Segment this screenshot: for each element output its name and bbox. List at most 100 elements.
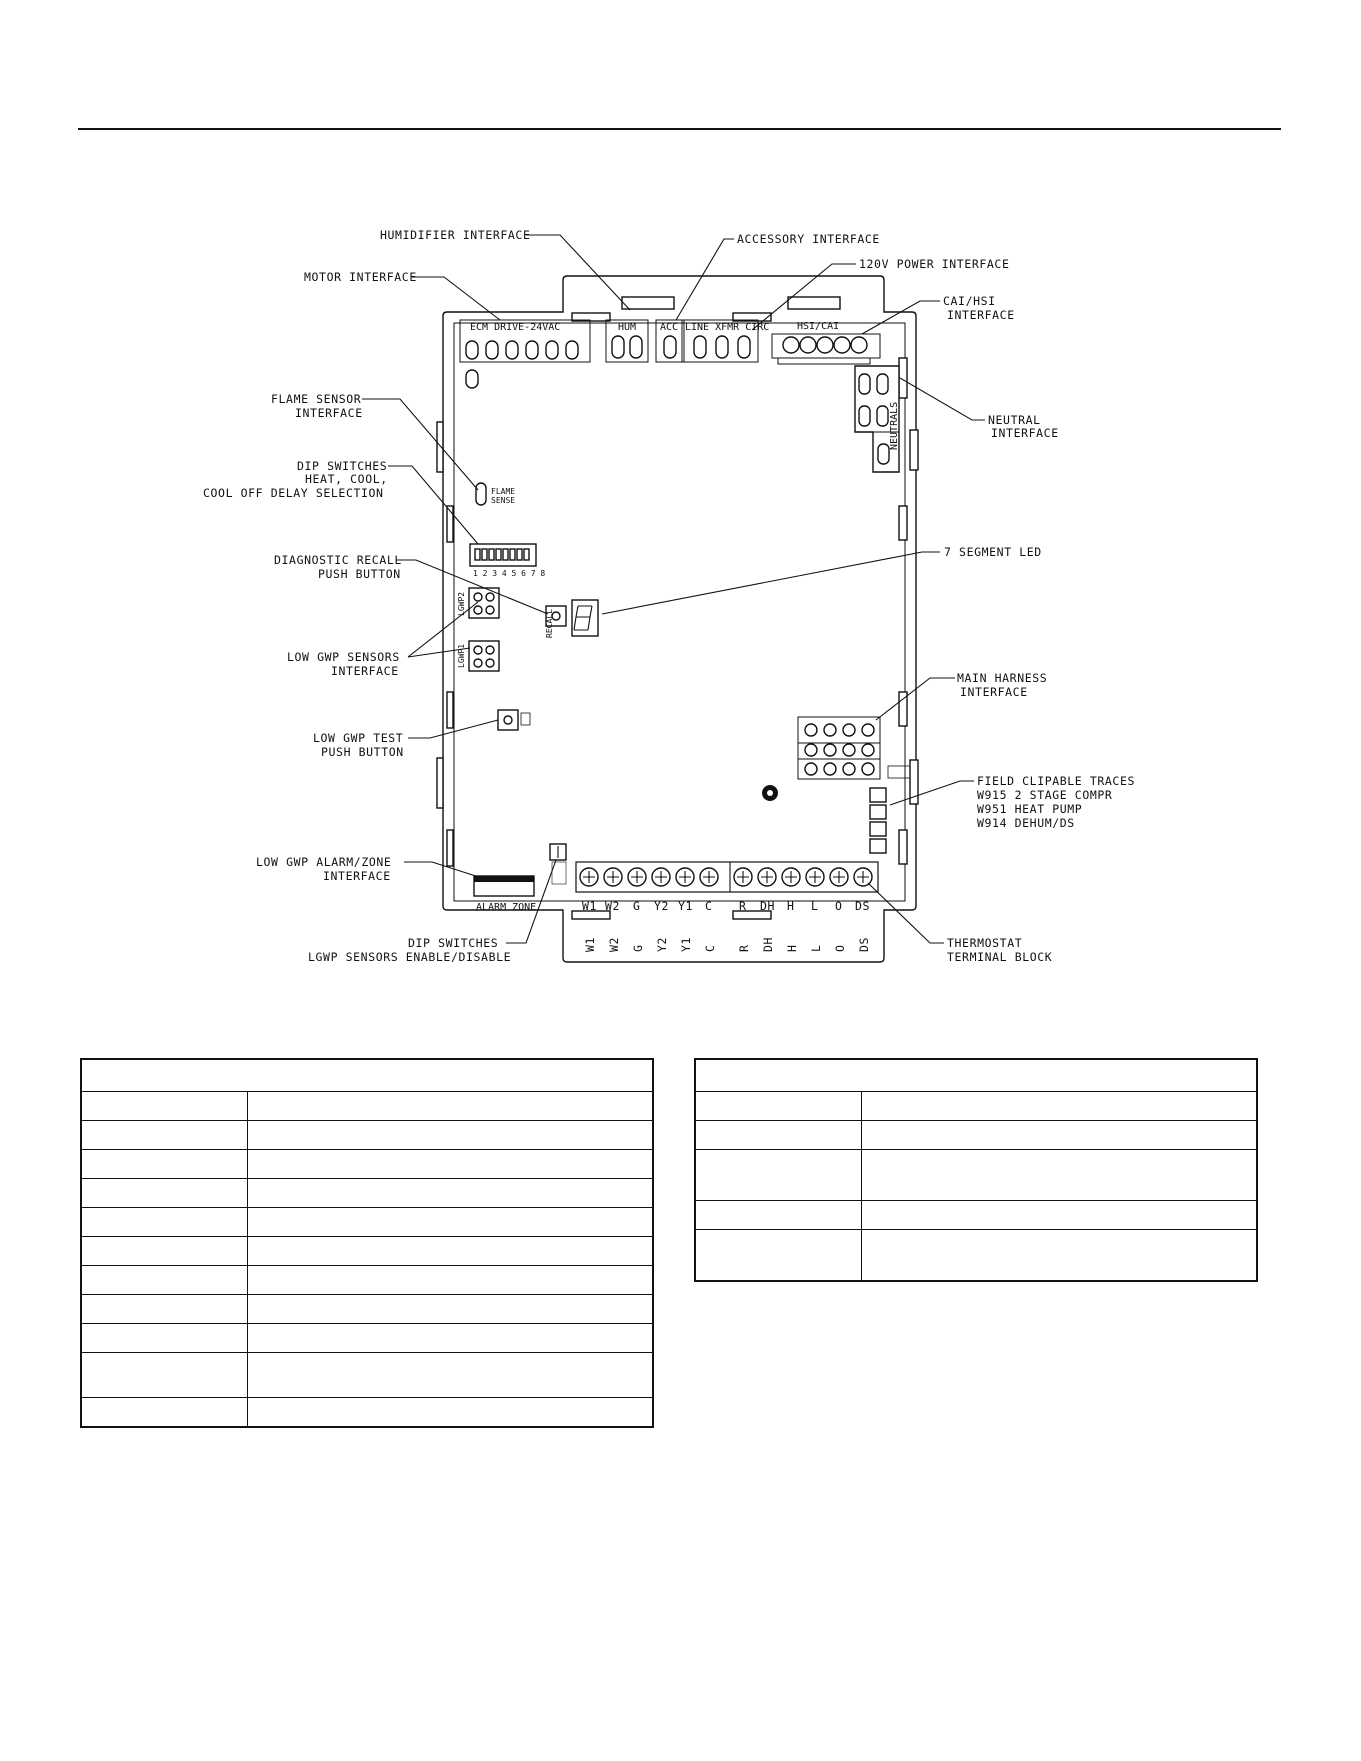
svg-text:INTERFACE: INTERFACE (323, 869, 391, 883)
wire-labels: W1 W2 G Y2 Y1 C R DH H L O DS (583, 937, 871, 952)
svg-text:MAIN HARNESS: MAIN HARNESS (957, 671, 1047, 685)
lgwp-test-button (497, 709, 531, 731)
svg-text:LGWP1: LGWP1 (457, 644, 466, 668)
svg-text:Y1: Y1 (678, 899, 693, 913)
lgwp-dip-switch (549, 843, 567, 885)
svg-text:PUSH BUTTON: PUSH BUTTON (318, 567, 401, 581)
svg-text:ECM DRIVE-24VAC: ECM DRIVE-24VAC (470, 322, 560, 333)
svg-text:INTERFACE: INTERFACE (331, 664, 399, 678)
terminal-screws (579, 867, 873, 887)
table-row (80, 1207, 654, 1237)
lgwp2-connector: LGWP2 (457, 587, 500, 619)
svg-text:W951 HEAT PUMP: W951 HEAT PUMP (977, 802, 1082, 816)
table-row (80, 1178, 654, 1208)
svg-text:FIELD CLIPABLE TRACES: FIELD CLIPABLE TRACES (977, 774, 1135, 788)
table-row (694, 1091, 1258, 1121)
table-row (80, 1294, 654, 1324)
header-rule (78, 128, 1281, 130)
alarm-zone-connector: ALARM ZONE (473, 875, 536, 913)
svg-text:W1: W1 (583, 937, 597, 952)
svg-text:LINE XFMR CIRC: LINE XFMR CIRC (685, 322, 769, 333)
svg-text:HEAT, COOL,: HEAT, COOL, (305, 472, 388, 486)
svg-text:SENSE: SENSE (491, 496, 515, 505)
table-row (694, 1229, 1258, 1282)
svg-text:R: R (737, 944, 751, 952)
table-row (80, 1397, 654, 1428)
leader-lines (362, 234, 985, 944)
table-row (694, 1200, 1258, 1230)
svg-text:DH: DH (760, 899, 775, 913)
left-table-header (80, 1058, 654, 1092)
svg-text:L: L (811, 899, 819, 913)
acc-connector: ACC (655, 319, 685, 363)
table-row (80, 1265, 654, 1295)
svg-text:DS: DS (857, 937, 871, 952)
left-table (80, 1058, 654, 1428)
svg-text:W2: W2 (605, 899, 620, 913)
table-row (80, 1323, 654, 1353)
svg-text:H: H (787, 899, 795, 913)
svg-text:LOW GWP ALARM/ZONE: LOW GWP ALARM/ZONE (256, 855, 391, 869)
svg-text:H: H (785, 944, 799, 952)
svg-text:R: R (739, 899, 747, 913)
control-board-diagram: ECM DRIVE-24VAC HUM ACC LINE XFMR CIRC H… (203, 228, 1135, 964)
svg-text:W915 2 STAGE COMPR: W915 2 STAGE COMPR (977, 788, 1112, 802)
svg-text:LGWP SENSORS ENABLE/DISABLE: LGWP SENSORS ENABLE/DISABLE (308, 950, 511, 964)
svg-text:MOTOR INTERFACE: MOTOR INTERFACE (304, 270, 417, 284)
svg-text:HSI/CAI: HSI/CAI (797, 321, 839, 332)
svg-text:THERMOSTAT: THERMOSTAT (947, 936, 1022, 950)
svg-text:1 2 3 4 5 6 7 8: 1 2 3 4 5 6 7 8 (473, 569, 545, 578)
right-table-header (694, 1058, 1258, 1092)
svg-text:L: L (809, 944, 823, 952)
svg-text:TERMINAL BLOCK: TERMINAL BLOCK (947, 950, 1052, 964)
table-row (694, 1120, 1258, 1150)
callout-labels: HUMIDIFIER INTERFACE ACCESSORY INTERFACE… (203, 228, 1135, 964)
svg-text:COOL OFF DELAY SELECTION: COOL OFF DELAY SELECTION (203, 486, 384, 500)
svg-text:W1: W1 (582, 899, 597, 913)
table-row (80, 1091, 654, 1121)
svg-text:Y1: Y1 (679, 937, 693, 952)
dip-switch-block: 1 2 3 4 5 6 7 8 (469, 543, 545, 578)
table-row (80, 1236, 654, 1266)
svg-text:Y2: Y2 (655, 937, 669, 952)
svg-text:LOW GWP TEST: LOW GWP TEST (313, 731, 403, 745)
clipable-traces (869, 765, 911, 854)
svg-text:C: C (705, 899, 713, 913)
svg-text:INTERFACE: INTERFACE (991, 426, 1059, 440)
svg-text:NEUTRALS: NEUTRALS (889, 402, 900, 450)
hum-connector: HUM (605, 319, 649, 363)
svg-text:NEUTRAL: NEUTRAL (988, 413, 1041, 427)
svg-text:O: O (833, 944, 847, 952)
svg-text:ACCESSORY INTERFACE: ACCESSORY INTERFACE (737, 232, 880, 246)
svg-text:DIAGNOSTIC RECALL: DIAGNOSTIC RECALL (274, 553, 402, 567)
recall-button: RECALL (545, 605, 567, 638)
seven-segment-led (571, 599, 599, 637)
table-row (80, 1149, 654, 1179)
flame-sense-terminal: FLAME SENSE (475, 482, 515, 506)
svg-text:DIP SWITCHES: DIP SWITCHES (297, 459, 387, 473)
svg-text:G: G (631, 944, 645, 952)
svg-text:DH: DH (761, 937, 775, 952)
table-row (80, 1120, 654, 1150)
board-outline (436, 275, 919, 963)
svg-text:W914 DEHUM/DS: W914 DEHUM/DS (977, 816, 1075, 830)
svg-text:120V POWER INTERFACE: 120V POWER INTERFACE (859, 257, 1009, 271)
svg-text:HUM: HUM (618, 322, 636, 333)
board-component (762, 785, 778, 801)
svg-text:W2: W2 (607, 937, 621, 952)
table-row (694, 1149, 1258, 1201)
svg-text:INTERFACE: INTERFACE (947, 308, 1015, 322)
hsi-cai-connector: HSI/CAI (771, 321, 881, 365)
ecm-drive-connector: ECM DRIVE-24VAC (459, 319, 591, 389)
svg-text:DIP SWITCHES: DIP SWITCHES (408, 936, 498, 950)
svg-text:FLAME: FLAME (491, 487, 515, 496)
terminal-labels: W1 W2 G Y2 Y1 C R DH H L O DS (582, 899, 870, 913)
svg-text:RECALL: RECALL (545, 609, 554, 638)
neutrals-connector: NEUTRALS (854, 365, 900, 473)
lgwp1-connector: LGWP1 (457, 640, 500, 672)
svg-text:LGWP2: LGWP2 (457, 592, 466, 616)
svg-text:INTERFACE: INTERFACE (960, 685, 1028, 699)
svg-text:PUSH BUTTON: PUSH BUTTON (321, 745, 404, 759)
table-row (80, 1352, 654, 1398)
svg-text:DS: DS (855, 899, 870, 913)
